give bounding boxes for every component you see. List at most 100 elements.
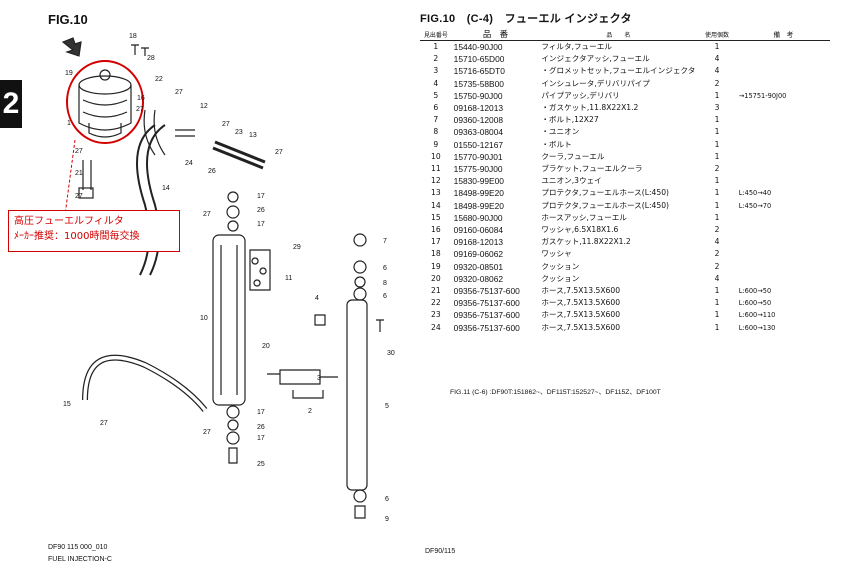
ref-number-cell: 20 — [430, 273, 441, 283]
part-number-cell: 15770-90J01 — [453, 151, 503, 162]
quantity-cell: 2 — [714, 164, 720, 174]
quantity-cell: 4 — [714, 273, 720, 283]
header-remarks: 備 考 — [736, 28, 830, 41]
quantity-cell: 2 — [714, 261, 720, 271]
page-reference: DF90/115 — [425, 548, 456, 555]
header-part-no: 品 番 — [451, 28, 540, 41]
part-number-cell: 01550-12167 — [453, 139, 504, 150]
section-number-tab: 2 — [0, 80, 22, 128]
remarks-cell: L:600→130 — [738, 323, 776, 332]
part-number-cell: 15680-90J00 — [453, 212, 503, 223]
quantity-cell: 2 — [714, 225, 720, 235]
part-number-cell: 09356-75137-600 — [453, 298, 520, 309]
part-name-cell: ワッシャ,6.5X18X1.6 — [541, 225, 619, 235]
ref-number-cell: 22 — [430, 298, 441, 308]
quantity-cell: 1 — [714, 151, 720, 161]
part-name-cell: ホース,7.5X13.5X600 — [541, 286, 621, 296]
svg-text:9: 9 — [385, 516, 389, 523]
header-qty: 使用個数 — [697, 28, 737, 41]
part-number-cell: 09363-08004 — [453, 127, 504, 138]
svg-text:15: 15 — [63, 401, 71, 408]
part-number-cell: 15750-90J00 — [453, 90, 503, 101]
figure-footnote: FIG.11 (C-6) :DF90T:151862~、DF115T:15252… — [450, 389, 661, 396]
part-name-cell: ホース,7.5X13.5X600 — [541, 298, 621, 308]
svg-text:7: 7 — [383, 238, 387, 245]
quantity-cell: 1 — [714, 188, 720, 198]
part-name-cell: クッション — [541, 273, 580, 283]
svg-text:25: 25 — [257, 461, 265, 468]
svg-text:12: 12 — [200, 103, 208, 110]
part-name-cell: ブラケット,フューエルクーラ — [541, 164, 643, 174]
svg-text:6: 6 — [383, 265, 387, 272]
part-name-cell: ホース,7.5X13.5X600 — [541, 310, 621, 320]
part-number-cell: 09360-12008 — [453, 115, 504, 126]
svg-text:27: 27 — [203, 429, 211, 436]
svg-text:8: 8 — [383, 280, 387, 287]
drawing-code: DF90 115 000_010 — [48, 544, 108, 551]
quantity-cell: 1 — [714, 115, 720, 125]
svg-text:27: 27 — [203, 211, 211, 218]
quantity-cell: 1 — [714, 212, 720, 222]
quantity-cell: 4 — [714, 54, 720, 64]
remarks-cell — [737, 126, 830, 138]
parts-table-title: FIG.10 (C-4) フューエル インジェクタ — [420, 13, 632, 25]
ref-number-cell: 18 — [430, 249, 441, 259]
remarks-cell: L:600→50 — [738, 287, 772, 296]
part-name-cell: ・ガスケット,11.8X22X1.2 — [541, 103, 639, 113]
remarks-cell — [737, 114, 830, 126]
svg-text:17: 17 — [257, 221, 265, 228]
part-name-cell: ユニオン,3ウェイ — [541, 176, 602, 186]
ref-number-cell: 15 — [430, 212, 441, 222]
part-number-cell: 15830-99E00 — [453, 176, 504, 187]
svg-text:27: 27 — [175, 89, 183, 96]
part-number-cell: 15735-58B00 — [453, 78, 504, 89]
ref-number-cell: 14 — [430, 200, 441, 210]
quantity-cell: 3 — [714, 103, 720, 113]
table-header-row: 見出番号 品 番 品 名 使用個数 備 考 — [420, 28, 830, 41]
svg-text:27: 27 — [222, 121, 230, 128]
ref-number-cell: 3 — [433, 66, 439, 76]
part-name-cell: フィルタ,フューエル — [541, 42, 612, 51]
part-number-cell: 09356-75137-600 — [453, 286, 520, 297]
part-name-cell: ホース,7.5X13.5X600 — [541, 322, 621, 332]
delivery-pipe-part — [346, 299, 368, 491]
quantity-cell: 1 — [714, 139, 720, 149]
part-number-cell: 09320-08501 — [453, 261, 504, 272]
ref-number-cell: 21 — [430, 286, 441, 296]
quantity-cell: 1 — [714, 322, 720, 332]
part-name-cell: ガスケット,11.8X22X1.2 — [541, 237, 631, 247]
part-name-cell: ・ボルト — [541, 139, 572, 149]
svg-text:17: 17 — [257, 193, 265, 200]
quantity-cell: 2 — [714, 249, 720, 259]
quantity-cell: 1 — [714, 176, 720, 186]
part-number-cell: 09160-06084 — [453, 225, 504, 236]
fuel-filter-part — [78, 69, 132, 138]
svg-text:27: 27 — [75, 148, 83, 155]
svg-text:10: 10 — [200, 315, 208, 322]
svg-text:23: 23 — [235, 129, 243, 136]
svg-text:30: 30 — [387, 350, 395, 357]
part-name-cell: プロテクタ,フューエルホース(L:450) — [541, 188, 669, 198]
quantity-cell: 4 — [714, 66, 720, 76]
svg-text:21: 21 — [75, 170, 83, 177]
quantity-cell: 1 — [714, 90, 720, 100]
remarks-cell: L:600→50 — [738, 299, 772, 308]
ref-number-cell: 4 — [433, 78, 439, 88]
svg-text:24: 24 — [185, 160, 193, 167]
ref-number-cell: 2 — [433, 54, 439, 64]
quantity-cell: 1 — [714, 286, 720, 296]
remarks-cell: →15751-90J00 — [738, 91, 787, 100]
quantity-cell: 1 — [714, 200, 720, 210]
